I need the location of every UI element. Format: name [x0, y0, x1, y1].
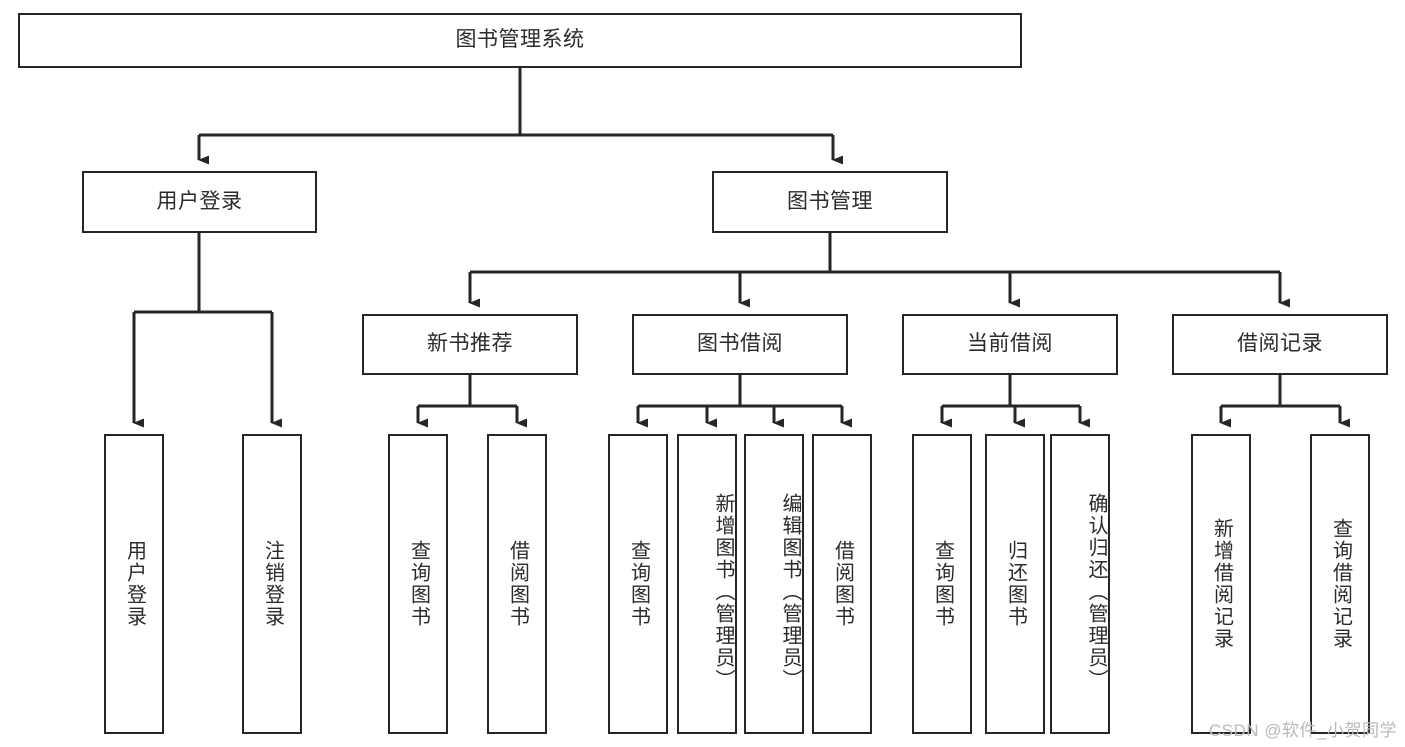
node-leaf-query-book-2[interactable]: 查询图书: [608, 434, 668, 734]
node-leaf-edit-book-label: 编辑图书（管理员）: [779, 493, 801, 691]
node-leaf-user-login-label: 用户登录: [123, 540, 146, 628]
node-leaf-query-record[interactable]: 查询借阅记录: [1310, 434, 1370, 734]
node-current-borrow-label: 当前借阅: [967, 332, 1053, 356]
node-leaf-query-book-3[interactable]: 查询图书: [912, 434, 972, 734]
node-leaf-query-book-2-label: 查询图书: [627, 540, 650, 628]
node-leaf-borrow-book-1[interactable]: 借阅图书: [487, 434, 547, 734]
node-book-management[interactable]: 图书管理: [712, 171, 948, 233]
node-leaf-logout-label: 注销登录: [261, 540, 284, 628]
node-current-borrow[interactable]: 当前借阅: [902, 314, 1118, 375]
node-root[interactable]: 图书管理系统: [18, 13, 1022, 68]
node-leaf-confirm-return[interactable]: 确认归还（管理员）: [1050, 434, 1110, 734]
node-leaf-confirm-return-label: 确认归还（管理员）: [1085, 493, 1107, 691]
node-user-login-label: 用户登录: [156, 189, 243, 213]
node-leaf-user-login[interactable]: 用户登录: [104, 434, 164, 734]
watermark: CSDN @软件_小贺同学: [1208, 721, 1397, 740]
node-book-borrow[interactable]: 图书借阅: [632, 314, 848, 375]
node-leaf-borrow-book-1-label: 借阅图书: [506, 540, 529, 628]
node-leaf-borrow-book-2-label: 借阅图书: [831, 540, 854, 628]
node-leaf-return-book[interactable]: 归还图书: [985, 434, 1045, 734]
node-borrow-record-label: 借阅记录: [1237, 332, 1323, 356]
node-new-book-recommend-label: 新书推荐: [427, 332, 513, 356]
node-leaf-logout[interactable]: 注销登录: [242, 434, 302, 734]
node-leaf-add-book[interactable]: 新增图书（管理员）: [677, 434, 737, 734]
node-book-management-label: 图书管理: [787, 189, 873, 213]
node-leaf-query-record-label: 查询借阅记录: [1329, 518, 1352, 650]
node-leaf-return-book-label: 归还图书: [1004, 540, 1027, 628]
node-book-borrow-label: 图书借阅: [697, 332, 783, 356]
node-root-label: 图书管理系统: [455, 28, 585, 52]
node-leaf-add-record[interactable]: 新增借阅记录: [1191, 434, 1251, 734]
node-user-login[interactable]: 用户登录: [82, 171, 317, 233]
node-leaf-edit-book[interactable]: 编辑图书（管理员）: [744, 434, 804, 734]
node-leaf-query-book-3-label: 查询图书: [931, 540, 954, 628]
node-borrow-record[interactable]: 借阅记录: [1172, 314, 1388, 375]
node-leaf-add-record-label: 新增借阅记录: [1210, 518, 1233, 650]
node-leaf-borrow-book-2[interactable]: 借阅图书: [812, 434, 872, 734]
node-leaf-query-book-1[interactable]: 查询图书: [388, 434, 448, 734]
node-new-book-recommend[interactable]: 新书推荐: [362, 314, 578, 375]
node-leaf-query-book-1-label: 查询图书: [407, 540, 430, 628]
node-leaf-add-book-label: 新增图书（管理员）: [712, 493, 734, 691]
